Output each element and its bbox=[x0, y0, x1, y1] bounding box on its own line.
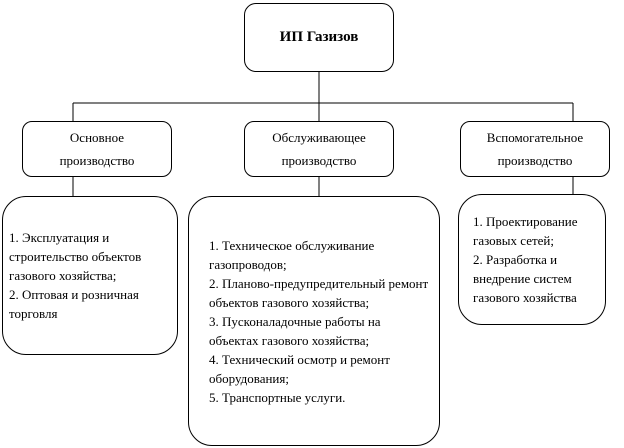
branch-title: производство bbox=[497, 153, 573, 168]
branch-title: производство bbox=[59, 153, 135, 168]
branch-node-service: Обслуживающее производство bbox=[244, 121, 394, 177]
list-item: 4. Технический осмотр и ремонт оборудова… bbox=[209, 351, 390, 386]
list-item: 1. Эксплуатация и строительство объектов… bbox=[9, 230, 142, 283]
branch-title: производство bbox=[281, 153, 357, 168]
branch-title: Обслуживающее bbox=[272, 130, 366, 145]
list-item: 3. Пусконаладочные работы на объектах га… bbox=[209, 313, 381, 348]
root-node: ИП Газизов bbox=[244, 3, 394, 72]
activities-service: 1. Техническое обслуживание газопроводов… bbox=[188, 196, 440, 446]
list-item: 1. Проектирование газовых сетей; bbox=[473, 214, 578, 248]
list-item: 1. Техническое обслуживание газопроводов… bbox=[209, 237, 375, 272]
list-item: 2. Разработка и внедрение систем газовог… bbox=[473, 252, 577, 305]
branch-node-auxiliary: Вспомогательное производство bbox=[460, 121, 610, 177]
root-title: ИП Газизов bbox=[279, 29, 359, 45]
list-item: 2. Оптовая и розничная торговля bbox=[9, 287, 139, 321]
list-item: 5. Транспортные услуги. bbox=[209, 389, 346, 405]
branch-title: Основное bbox=[69, 130, 125, 145]
activities-main: 1. Эксплуатация и строительство объектов… bbox=[2, 196, 178, 355]
activities-auxiliary: 1. Проектирование газовых сетей; 2. Разр… bbox=[458, 194, 606, 325]
branch-title: Вспомогательное bbox=[486, 130, 584, 145]
branch-node-main: Основное производство bbox=[22, 121, 172, 177]
list-item: 2. Планово-предупредительный ремонт объе… bbox=[209, 275, 429, 310]
